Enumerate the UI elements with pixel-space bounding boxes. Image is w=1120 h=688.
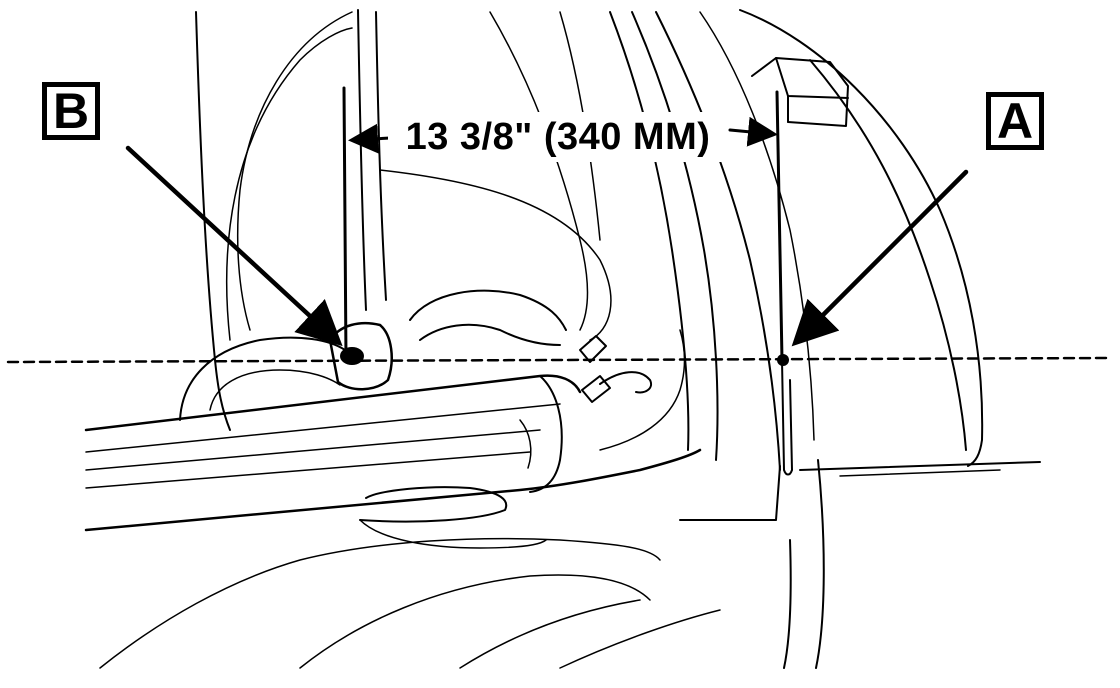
seat-cushion-curve bbox=[379, 169, 612, 341]
dimension-arrow-right bbox=[728, 116, 778, 147]
tube-end-cap-2 bbox=[519, 419, 532, 469]
pillar-curve-3 bbox=[655, 11, 781, 471]
floor-lower-curve bbox=[359, 486, 508, 523]
floor-sweep-3 bbox=[459, 599, 641, 669]
tube-line-2 bbox=[85, 429, 541, 471]
leader-arrow-b bbox=[125, 145, 343, 347]
floor-sweep-2 bbox=[299, 574, 651, 669]
dimension-arrow-left bbox=[348, 123, 392, 154]
tube-line-1 bbox=[85, 403, 561, 453]
floor-sweep-4 bbox=[559, 609, 721, 669]
pillar-curve-5 bbox=[699, 11, 815, 441]
pillar-curve-2 bbox=[631, 11, 719, 461]
callout-a-label: A bbox=[986, 92, 1044, 150]
horizontal-reference-line bbox=[6, 356, 1112, 364]
lower-body-line bbox=[799, 461, 1041, 471]
seat-side-edge bbox=[357, 9, 367, 311]
inner-panel-edge bbox=[679, 465, 781, 521]
buckle-strap bbox=[419, 323, 561, 346]
headrest-curve bbox=[236, 11, 353, 331]
seat-cushion-curve-2 bbox=[489, 11, 589, 331]
seat-side-edge-2 bbox=[375, 11, 387, 301]
outer-body-curve bbox=[739, 9, 984, 467]
reference-line-a bbox=[775, 90, 784, 362]
tube-top-edge bbox=[84, 374, 582, 432]
trim-cylinder-inner bbox=[209, 369, 341, 411]
callout-b-label: B bbox=[42, 82, 100, 140]
anchor-point-b bbox=[340, 347, 364, 365]
trim-cylinder bbox=[179, 336, 346, 421]
outer-body-curve-inner bbox=[809, 59, 967, 451]
lower-curve-right bbox=[783, 539, 792, 669]
lower-curve-right-2 bbox=[815, 459, 825, 669]
tube-end-cap bbox=[529, 375, 563, 493]
buckle-outline bbox=[409, 289, 567, 331]
trim-block-face bbox=[775, 57, 849, 99]
seat-back-outline bbox=[195, 11, 231, 431]
reference-line-b bbox=[342, 86, 348, 362]
bracket-bolt-1 bbox=[579, 335, 607, 363]
pillar-curve-1 bbox=[609, 11, 690, 451]
bracket-cable bbox=[599, 371, 652, 394]
anchor-b-block bbox=[328, 321, 393, 391]
floor-lower-curve-2 bbox=[359, 519, 547, 549]
floor-sweep-1 bbox=[99, 537, 661, 669]
trim-block-top bbox=[751, 57, 849, 127]
anchor-point-a bbox=[777, 354, 789, 366]
floor-contour bbox=[599, 329, 686, 451]
tube-line-3 bbox=[85, 451, 531, 489]
dimension-label: 13 3/8" (340 MM) bbox=[388, 112, 728, 162]
seat-back-inner-curve bbox=[225, 27, 353, 341]
leader-arrow-a bbox=[791, 169, 969, 347]
bracket-bolt-2 bbox=[581, 375, 611, 403]
lower-body-line-2 bbox=[839, 469, 1001, 477]
reference-line-a-lower bbox=[781, 359, 793, 476]
